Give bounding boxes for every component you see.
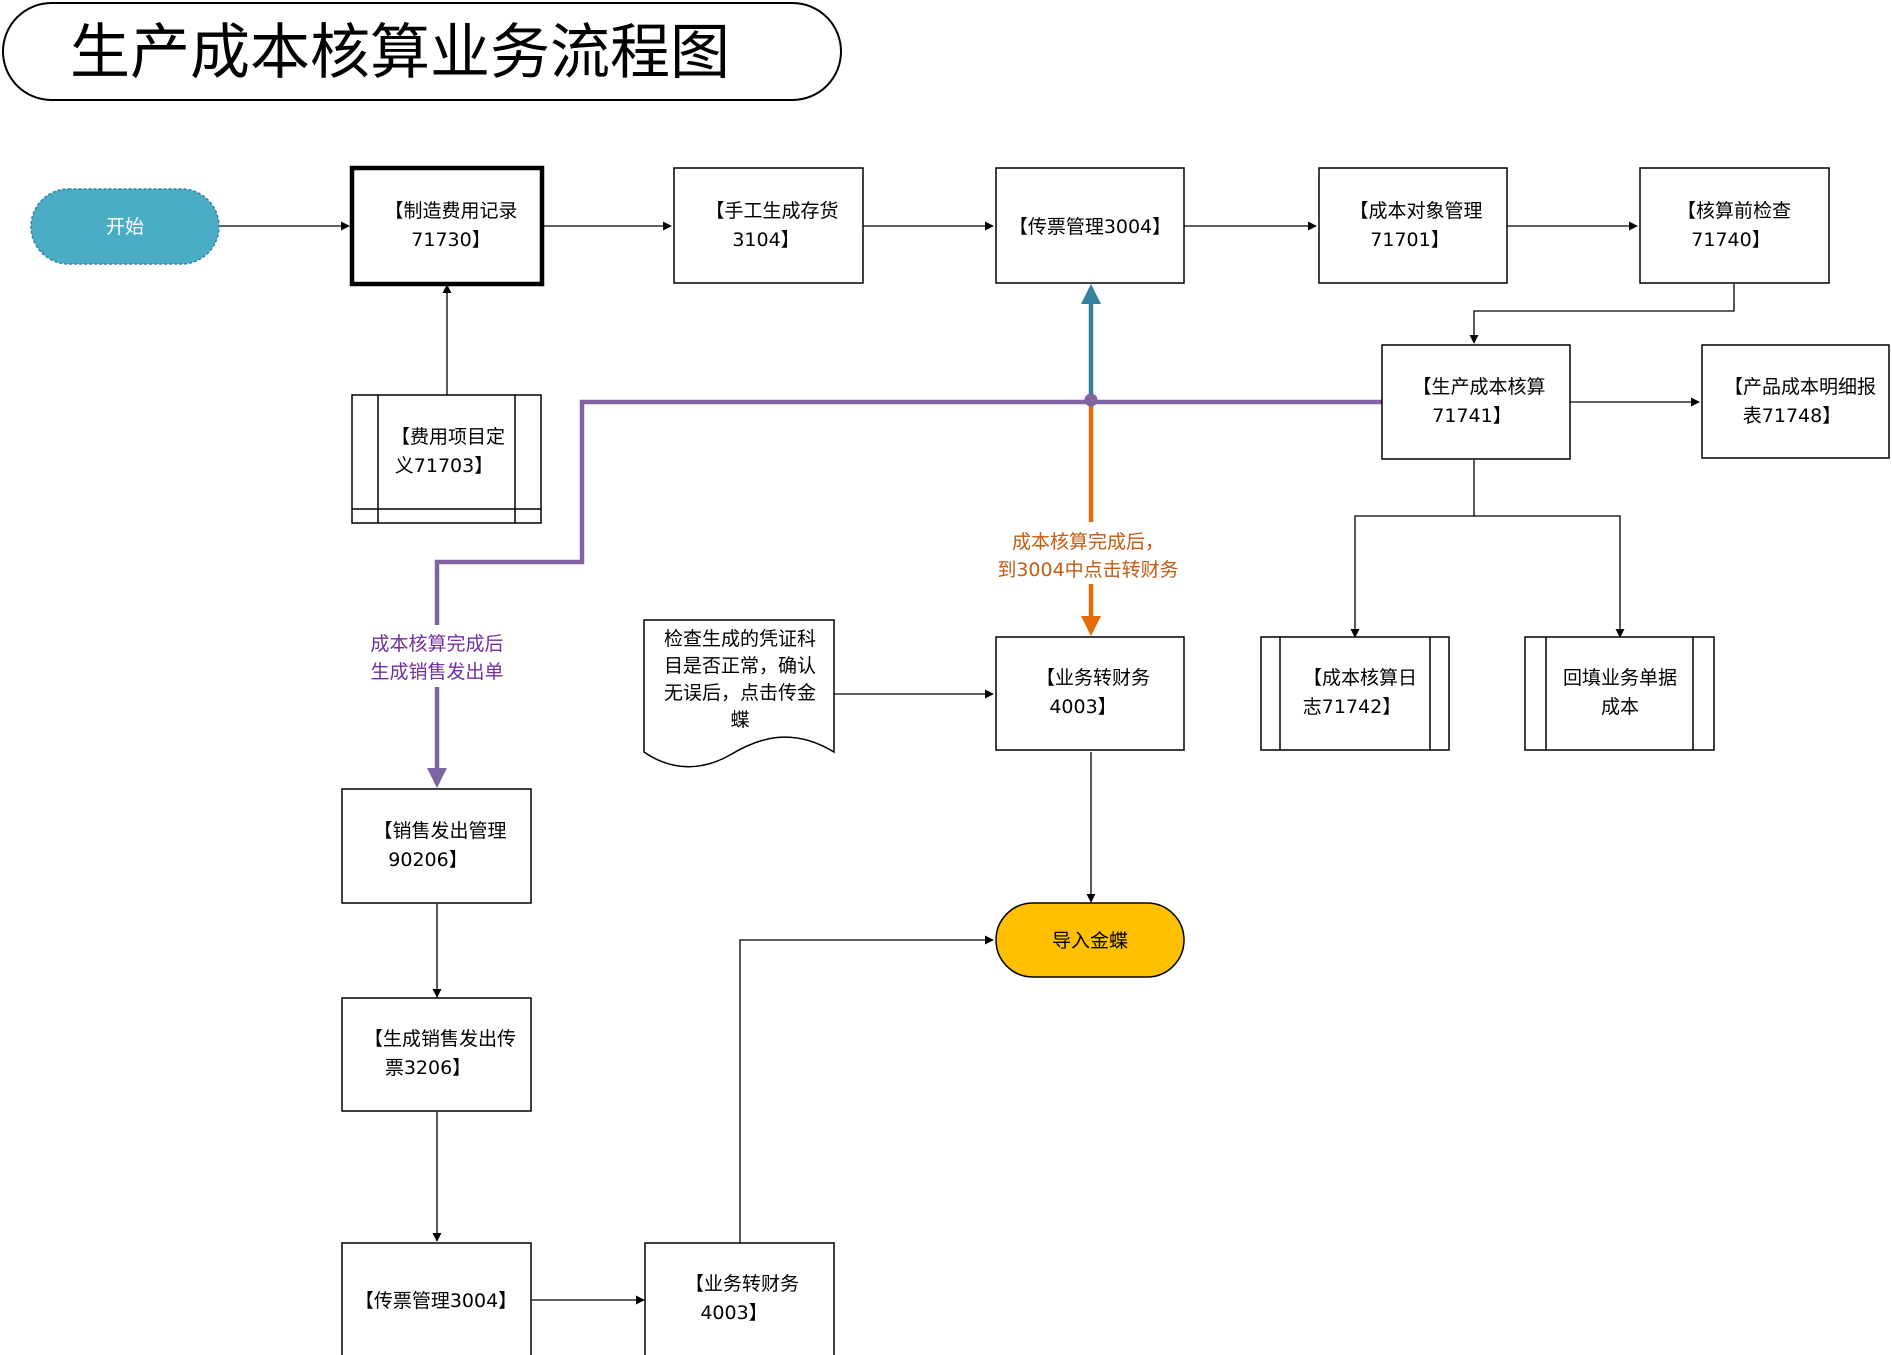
node-huitian-line1: 回填业务单据 xyxy=(1563,667,1677,689)
node-xiaoshou: 【销售发出管理 90206】 xyxy=(341,788,532,904)
node-feiyong-line1: 【费用项目定 xyxy=(391,426,505,448)
node-shengcheng-line1: 【生成销售发出传 xyxy=(364,1028,516,1050)
purple-annotation-line2: 生成销售发出单 xyxy=(370,661,503,683)
node-huitian-line2: 成本 xyxy=(1601,696,1639,718)
node-chengbenobj: 【成本对象管理 71701】 xyxy=(1318,167,1508,284)
node-chanpin-line1: 【产品成本明细报 xyxy=(1724,376,1876,398)
node-yewu-mid-line1: 【业务转财务 xyxy=(1036,667,1150,689)
node-rizhi: 【成本核算日 志71742】 xyxy=(1260,636,1450,751)
node-shougong-line2: 3104】 xyxy=(732,229,799,251)
node-chuanpiao-bottom: 【传票管理3004】 xyxy=(341,1242,532,1355)
node-yewu-bottom-line1: 【业务转财务 xyxy=(685,1273,799,1295)
node-zhizao-line2: 71730】 xyxy=(411,229,490,251)
purple-annotation-line1: 成本核算完成后 xyxy=(370,633,503,655)
node-shengchan-line1: 【生产成本核算 xyxy=(1412,376,1545,398)
node-yewu-mid-line2: 4003】 xyxy=(1049,696,1116,718)
connectors xyxy=(218,221,1735,1305)
node-xiaoshou-line2: 90206】 xyxy=(388,849,467,871)
node-xiaoshou-line1: 【销售发出管理 xyxy=(373,820,506,842)
edge-yewubottom-end xyxy=(739,935,994,1243)
node-shougong: 【手工生成存货 3104】 xyxy=(673,167,864,284)
node-yewu-mid: 【业务转财务 4003】 xyxy=(995,636,1185,751)
purple-annotation: 成本核算完成后 生成销售发出单 xyxy=(350,625,525,687)
title-banner: 生产成本核算业务流程图 xyxy=(2,2,842,101)
node-feiyong: 【费用项目定 义71703】 xyxy=(351,394,542,524)
edge-hesuancheck-shengchan xyxy=(1469,284,1735,344)
node-hesuancheck: 【核算前检查 71740】 xyxy=(1639,167,1830,284)
node-shengchan: 【生产成本核算 71741】 xyxy=(1381,344,1571,460)
node-zhizao: 【制造费用记录 71730】 xyxy=(349,165,545,287)
node-yewu-bottom-line2: 4003】 xyxy=(700,1302,767,1324)
orange-annotation: 成本核算完成后， 到3004中点击转财务 xyxy=(990,522,1190,584)
node-rizhi-line2: 志71742】 xyxy=(1303,696,1401,718)
orange-annotation-line1: 成本核算完成后， xyxy=(1012,531,1164,553)
node-hesuancheck-line2: 71740】 xyxy=(1691,229,1770,251)
node-chanpin: 【产品成本明细报 表71748】 xyxy=(1701,344,1890,459)
node-doc-line1: 检查生成的凭证科 xyxy=(664,628,816,650)
node-chanpin-line2: 表71748】 xyxy=(1743,405,1841,427)
node-zhizao-line1: 【制造费用记录 xyxy=(384,200,517,222)
node-doc-line4: 蝶 xyxy=(730,709,749,731)
node-shougong-line1: 【手工生成存货 xyxy=(705,200,838,222)
node-chengbenobj-line1: 【成本对象管理 xyxy=(1349,200,1482,222)
node-doc-line3: 无误后，点击传金 xyxy=(664,682,816,704)
start-node: 开始 xyxy=(30,188,220,265)
node-hesuancheck-line1: 【核算前检查 xyxy=(1677,200,1791,222)
node-rizhi-line1: 【成本核算日 xyxy=(1303,667,1417,689)
node-shengcheng: 【生成销售发出传 票3206】 xyxy=(341,997,532,1112)
edge-shengchan-rizhi xyxy=(1350,460,1475,638)
node-chuanpiao-top-line1: 【传票管理3004】 xyxy=(1009,216,1171,238)
purple-edge-to-xiaoshou xyxy=(426,399,1384,789)
node-feiyong-line2: 义71703】 xyxy=(395,455,493,477)
node-chuanpiao-bottom-line1: 【传票管理3004】 xyxy=(355,1290,517,1312)
end-label: 导入金蝶 xyxy=(1052,930,1128,952)
start-label: 开始 xyxy=(106,216,144,238)
end-node: 导入金蝶 xyxy=(995,902,1185,978)
orange-annotation-line2: 到3004中点击转财务 xyxy=(997,559,1178,581)
node-shengcheng-line2: 票3206】 xyxy=(385,1057,471,1079)
node-shengchan-line2: 71741】 xyxy=(1432,405,1511,427)
node-huitian: 回填业务单据 成本 xyxy=(1524,636,1715,751)
junction-dot xyxy=(1084,393,1098,407)
page-title: 生产成本核算业务流程图 xyxy=(70,18,730,88)
node-chengbenobj-line2: 71701】 xyxy=(1370,229,1449,251)
edge-shengchan-huitian xyxy=(1474,515,1625,638)
node-chuanpiao-top: 【传票管理3004】 xyxy=(995,167,1185,284)
node-doc-line2: 目是否正常，确认 xyxy=(664,655,816,677)
node-document-note: 检查生成的凭证科 目是否正常，确认 无误后，点击传金 蝶 xyxy=(643,619,835,768)
node-yewu-bottom: 【业务转财务 4003】 xyxy=(644,1242,835,1355)
